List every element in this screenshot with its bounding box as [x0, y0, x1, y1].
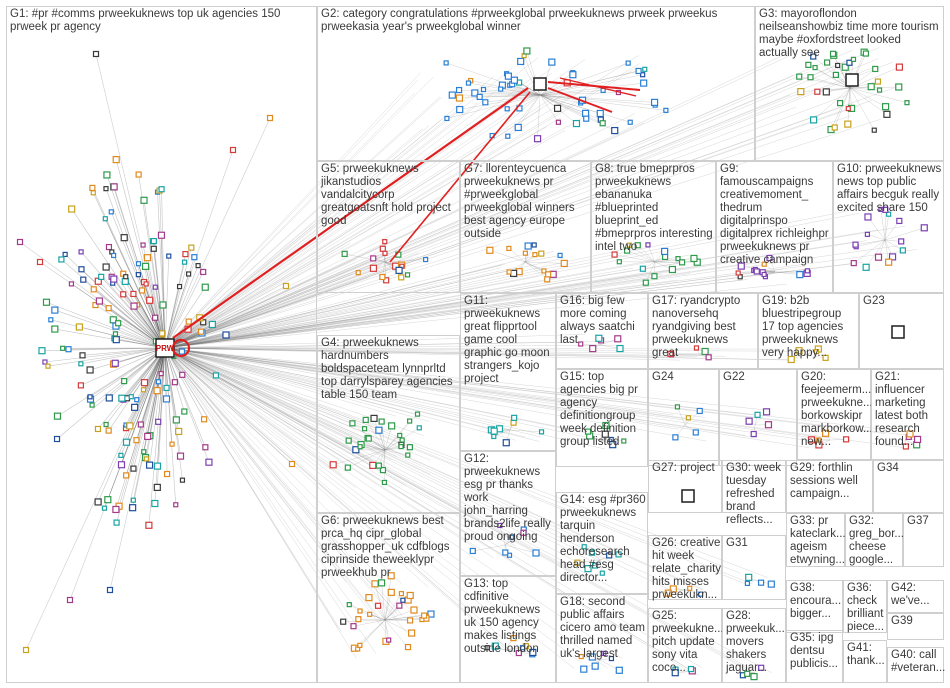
group-box-g28: G28: prweekuk... movers shakers jaguar..… [722, 608, 786, 683]
group-label-g3: G3: mayoroflondon neilseanshowbiz time m… [759, 8, 939, 60]
group-box-g16: G16: big few more coming always saatchi … [556, 293, 648, 369]
group-label-g24: G24 [652, 371, 674, 384]
group-box-g27: G27: project [648, 460, 722, 513]
group-label-g14: G14: esg #pr360 prweekuknews tarquin hen… [560, 494, 646, 585]
group-label-g21: G21: influencer marketing latest both re… [875, 371, 928, 449]
group-box-g20: G20: feejeemerm... prweekukne... borkows… [797, 369, 871, 460]
group-label-g41: G41: thank... [847, 642, 885, 668]
group-label-g42: G42: we've... [891, 582, 930, 608]
group-label-g2: G2: category congratulations #prweekglob… [321, 8, 717, 34]
group-label-g9: G9: famouscampaigns creativemoment_ thed… [720, 163, 829, 267]
group-box-g32: G32: greg_bor... cheese google... [845, 513, 903, 567]
group-box-g29: G29: forthlin sessions well campaign... [786, 460, 873, 513]
group-box-g31: G31 [722, 535, 786, 600]
group-label-g7: G7: llorenteycuenca prweekuknews pr #prw… [464, 163, 575, 241]
group-label-g18: G18: second public affairs cicero amo te… [560, 596, 645, 661]
group-box-g3: G3: mayoroflondon neilseanshowbiz time m… [755, 6, 944, 161]
group-box-g25: G25: prweekukne... pitch update sony vit… [648, 608, 722, 683]
group-label-g22: G22 [723, 371, 745, 384]
group-label-g27: G27: project [652, 462, 715, 475]
group-box-g38: G38: encoura... bigger... [786, 580, 843, 633]
group-label-g30: G30: week tuesday refreshed brand reflec… [726, 462, 781, 527]
group-box-g22: G22 [719, 369, 797, 466]
group-label-g31: G31 [726, 537, 748, 550]
group-label-g1: G1: #pr #comms prweekuknews top uk agenc… [10, 8, 280, 34]
group-box-g14: G14: esg #pr360 prweekuknews tarquin hen… [556, 492, 648, 594]
group-box-g40: G40: call #veteran... [887, 647, 944, 683]
group-box-g41: G41: thank... [843, 640, 887, 683]
group-label-g29: G29: forthlin sessions well campaign... [790, 462, 858, 501]
group-box-g7: G7: llorenteycuenca prweekuknews pr #prw… [460, 161, 591, 293]
group-label-g11: G11: prweekuknews great flipprtool game … [464, 295, 550, 386]
group-label-g36: G36: check brilliant piece... [847, 582, 884, 634]
group-label-g5: G5: prweekuknews jikanstudios vandalcity… [321, 163, 451, 228]
group-label-g34: G34 [877, 462, 899, 475]
group-box-g24: G24 [648, 369, 719, 466]
group-label-g33: G33: pr kateclark... ageism etwyning... [790, 515, 846, 567]
group-box-g23: G23 [859, 293, 944, 369]
group-box-g9: G9: famouscampaigns creativemoment_ thed… [716, 161, 833, 293]
group-box-g42: G42: we've... [887, 580, 944, 613]
group-box-g26: G26: creative hit week relate_charity hi… [648, 535, 722, 600]
group-label-g10: G10: prweekuknews news top public affair… [837, 163, 941, 215]
group-box-g13: G13: top cdfinitive prweekuknews uk 150 … [460, 576, 556, 683]
group-label-g17: G17: ryandcrypto nanoversehq ryandgiving… [652, 295, 757, 360]
group-label-g26: G26: creative hit week relate_charity hi… [652, 537, 721, 602]
group-box-g18: G18: second public affairs cicero amo te… [556, 594, 648, 683]
group-label-g15: G15: top agencies big pr agency definiti… [560, 371, 638, 449]
group-box-g21: G21: influencer marketing latest both re… [871, 369, 944, 460]
group-label-g12: G12: prweekuknews esg pr thanks work joh… [464, 453, 551, 544]
group-box-g17: G17: ryandcrypto nanoversehq ryandgiving… [648, 293, 758, 369]
group-box-g6: G6: prweekuknews best prca_hq cipr_globa… [317, 513, 460, 683]
group-box-g37: G37 [903, 513, 944, 567]
group-label-g38: G38: encoura... bigger... [790, 582, 841, 621]
group-box-g36: G36: check brilliant piece... [843, 580, 887, 633]
group-box-g33: G33: pr kateclark... ageism etwyning... [786, 513, 845, 567]
group-box-g39: G39 [887, 613, 944, 640]
group-label-g23: G23 [863, 295, 885, 308]
group-label-g8: G8: true bmeprpros prweekuknews ebananuk… [595, 163, 713, 254]
group-box-g1: G1: #pr #comms prweekuknews top uk agenc… [6, 6, 317, 683]
group-label-g25: G25: prweekukne... pitch update sony vit… [652, 610, 724, 675]
group-label-g32: G32: greg_bor... cheese google... [849, 515, 904, 567]
group-label-g40: G40: call #veteran... [891, 649, 945, 675]
group-box-g10: G10: prweekuknews news top public affair… [833, 161, 944, 293]
group-box-g2: G2: category congratulations #prweekglob… [317, 6, 755, 161]
group-box-g34: G34 [873, 460, 944, 513]
group-label-g6: G6: prweekuknews best prca_hq cipr_globa… [321, 515, 450, 580]
group-box-g8: G8: true bmeprpros prweekuknews ebananuk… [591, 161, 716, 293]
group-box-g11: G11: prweekuknews great flipprtool game … [460, 293, 556, 451]
group-box-g15: G15: top agencies big pr agency definiti… [556, 369, 648, 467]
group-box-g4: G4: prweekuknews hardnumbers boldspacete… [317, 335, 460, 513]
group-box-g5: G5: prweekuknews jikanstudios vandalcity… [317, 161, 460, 293]
group-box-g19: G19: b2b bluestripegroup 17 top agencies… [758, 293, 859, 369]
group-label-g13: G13: top cdfinitive prweekuknews uk 150 … [464, 578, 540, 656]
group-box-g35: G35: ipg dentsu publicis... [786, 630, 843, 683]
group-label-g28: G28: prweekuk... movers shakers jaguar..… [726, 610, 785, 675]
group-label-g16: G16: big few more coming always saatchi … [560, 295, 635, 347]
group-label-g4: G4: prweekuknews hardnumbers boldspacete… [321, 337, 453, 402]
group-label-g19: G19: b2b bluestripegroup 17 top agencies… [762, 295, 843, 360]
group-label-g20: G20: feejeemerm... prweekukne... borkows… [801, 371, 873, 449]
group-box-g12: G12: prweekuknews esg pr thanks work joh… [460, 451, 556, 576]
group-box-g30: G30: week tuesday refreshed brand reflec… [722, 460, 786, 513]
group-label-g35: G35: ipg dentsu publicis... [790, 632, 838, 671]
group-label-g37: G37 [907, 515, 929, 528]
group-label-g39: G39 [891, 615, 913, 628]
